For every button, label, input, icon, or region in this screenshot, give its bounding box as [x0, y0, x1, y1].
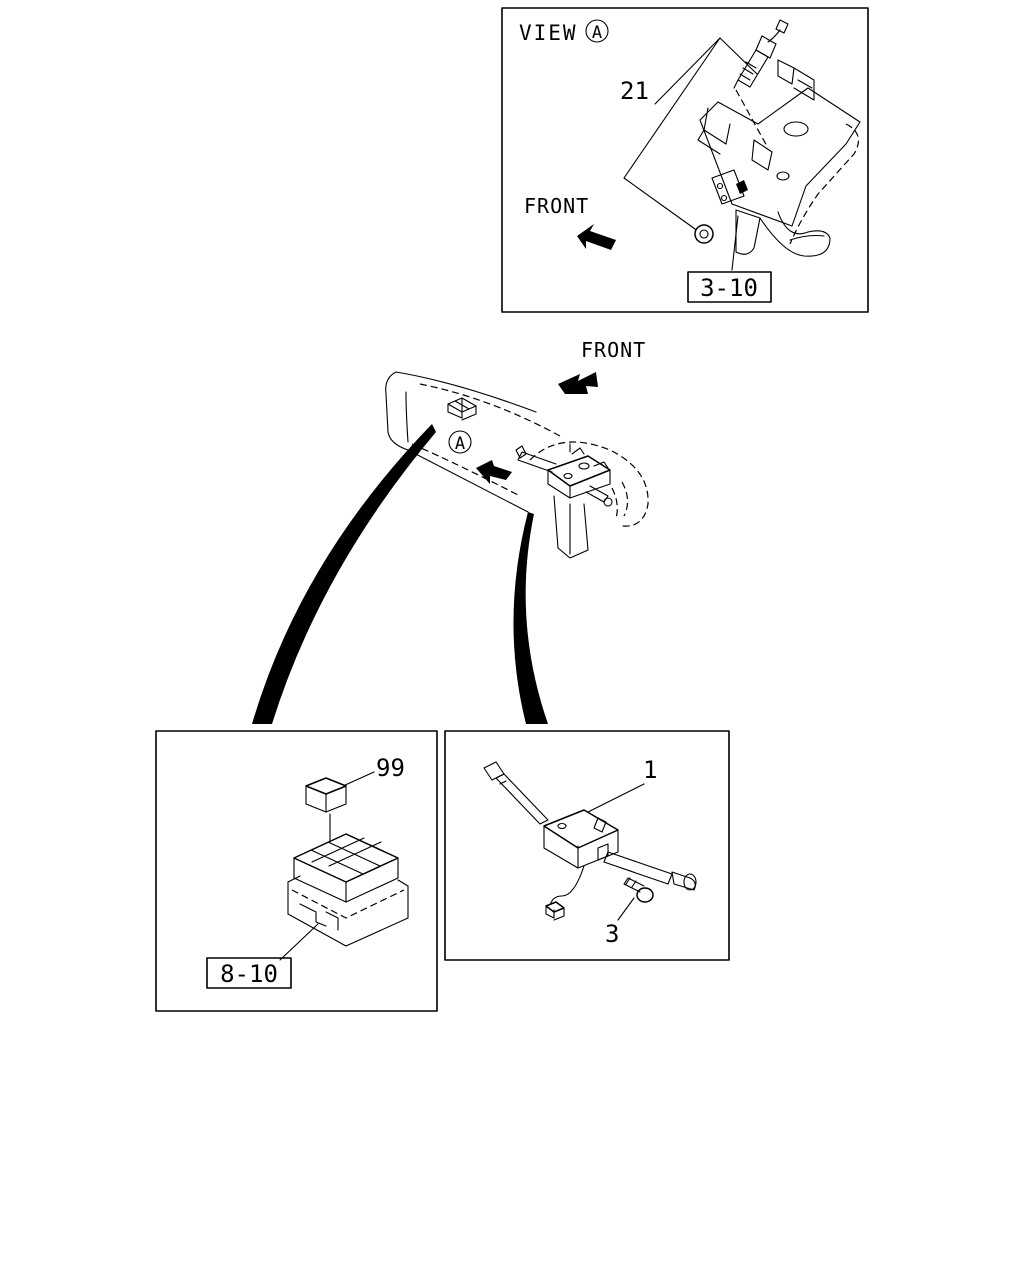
switch-panel: 1 [444, 730, 730, 961]
leader-99 [342, 771, 375, 787]
instrument-panel-outline [385, 371, 529, 513]
pedal-bracket-drawing [694, 59, 861, 271]
panel-relay-block-icon [447, 397, 477, 421]
relay-panel-frame [155, 730, 438, 1012]
view-a-marker: A [585, 19, 609, 43]
main-front-label: FRONT [581, 338, 646, 362]
part-number-1: 1 [643, 756, 657, 784]
part-number-3: 3 [605, 920, 619, 948]
screw-icon [623, 877, 654, 903]
view-a-frame [501, 7, 869, 313]
steering-column-area-outline [529, 441, 649, 527]
column-switch-drawing [515, 443, 613, 507]
steering-column-outline [553, 495, 589, 559]
relay-block-icon [287, 833, 409, 947]
main-dashboard-view: FRONT A [252, 338, 649, 724]
view-front-arrow-icon [577, 224, 616, 250]
ref-8-10-label: 8-10 [220, 960, 278, 988]
part-number-99: 99 [376, 754, 405, 782]
view-a-marker-letter: A [592, 23, 602, 43]
leader-to-switch-panel [513, 512, 548, 724]
leader-3 [617, 897, 635, 921]
leader-21-upper [654, 37, 758, 105]
leader-8-10 [279, 923, 319, 961]
switch-panel-frame [444, 730, 730, 961]
relay-icon [305, 777, 347, 813]
leader-1 [587, 783, 645, 813]
relay-panel: 99 8-10 [155, 730, 438, 1012]
leader-to-relay-panel [252, 424, 436, 724]
part-number-21: 21 [620, 77, 649, 105]
brake-switch-sensor-drawing [733, 19, 789, 149]
ref-8-10-box [206, 957, 292, 989]
main-marker-a-letter: A [455, 434, 465, 454]
ref-3-10-label: 3-10 [700, 274, 758, 302]
main-front-arrow-icon [558, 372, 598, 394]
combination-switch-icon [483, 761, 697, 921]
main-marker-a: A [448, 430, 472, 454]
view-label: VIEW [519, 21, 578, 45]
ref-3-10-box [687, 271, 772, 303]
view-a-panel: VIEW A 21 FRONT [501, 7, 869, 313]
view-direction-arrow-icon [476, 460, 512, 484]
view-front-label: FRONT [524, 194, 589, 218]
leader-21-lower [623, 37, 721, 235]
